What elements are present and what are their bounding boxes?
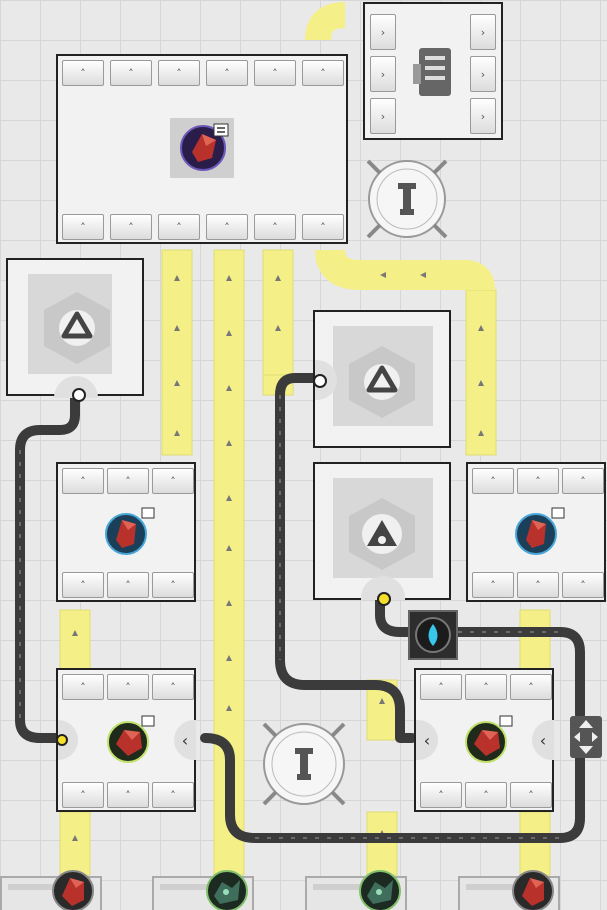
dark-belt-drop-in [375,595,415,637]
red-crystal-icon[interactable] [508,504,568,564]
smelter-port-in[interactable] [58,720,78,760]
refiner-port[interactable] [54,376,98,398]
smelter-slot[interactable]: ˄ [510,782,552,808]
green-ore-icon[interactable] [202,866,252,910]
storage-grid-icon [413,48,451,96]
hexagon-knot-icon [349,346,415,418]
assembler-slot[interactable]: ˄ [302,214,344,240]
port-dot [313,374,327,388]
power-pylon-top[interactable] [360,155,454,243]
dark-belt-bottom-loop [200,733,585,843]
green-ore-icon[interactable] [355,866,405,910]
swap-icon [141,715,155,727]
red-crystal-icon[interactable] [98,504,158,564]
storage-depot[interactable]: › › › › › › [363,2,503,140]
assembler-slot[interactable]: ˄ [206,214,248,240]
port-dot-yellow [377,592,391,606]
dark-belt-left-loop [15,387,80,743]
crafter-slot[interactable]: ˄ [562,572,604,598]
smelter-slot[interactable]: ˄ [152,782,194,808]
crafter-slot[interactable]: ˄ [152,572,194,598]
smelter-slot[interactable]: ˄ [107,782,149,808]
smelter-slot[interactable]: ˄ [420,782,462,808]
smelter-slot[interactable]: ˄ [510,674,552,700]
swap-icon [141,507,155,519]
smelter-right[interactable]: ˄ ˄ ˄ ˄ ˄ ˄ ‹ ‹ [414,668,554,812]
power-pylon-bottom[interactable] [256,718,352,810]
crafter-right[interactable]: ˄ ˄ ˄ ˄ ˄ ˄ [466,462,606,602]
crafter-left[interactable]: ˄ ˄ ˄ ˄ ˄ ˄ [56,462,196,602]
belt-curve-top [315,248,495,291]
hexagon-knot-icon [44,292,110,364]
crafter-slot[interactable]: ˄ [472,572,514,598]
smelter-slot[interactable]: ˄ [62,782,104,808]
swap-icon [213,123,229,137]
red-crystal-icon[interactable] [178,122,232,176]
smelter-port-out[interactable]: ‹ [532,720,554,760]
crafter-slot[interactable]: ˄ [517,468,559,494]
depot-slot[interactable]: › [370,56,396,92]
belt-1 [161,249,193,456]
refiner-center[interactable] [313,310,451,448]
crafter-slot[interactable]: ˄ [562,468,604,494]
refiner-left[interactable] [6,258,144,402]
belt-8 [366,811,398,876]
belt-7 [519,811,551,876]
belt-3 [262,249,294,376]
red-crystal-icon[interactable] [508,866,558,910]
assembler-slot[interactable]: ˄ [110,214,152,240]
dark-belt-right [453,627,585,720]
depot-slot[interactable]: › [370,98,396,134]
smelter-slot[interactable]: ˄ [152,674,194,700]
assembler-slot[interactable]: ˄ [254,214,296,240]
smelter-slot[interactable]: ˄ [465,782,507,808]
assembler-slot[interactable]: ˄ [158,60,200,86]
water-node[interactable] [408,610,458,660]
smelter-slot[interactable]: ˄ [465,674,507,700]
crafter-slot[interactable]: ˄ [62,572,104,598]
smelter-slot[interactable]: ˄ [420,674,462,700]
power-pylon-icon [398,183,416,215]
depot-slot[interactable]: › [470,56,496,92]
assembler-slot[interactable]: ˄ [206,60,248,86]
crafter-slot[interactable]: ˄ [62,468,104,494]
smelter-slot[interactable]: ˄ [107,674,149,700]
water-drop-icon [415,617,451,653]
assembler-slot[interactable]: ˄ [302,60,344,86]
assembler-slot[interactable]: ˄ [62,214,104,240]
power-pylon-icon [295,748,313,780]
smelter-port-out[interactable]: ‹ [174,720,196,760]
triangle-drop-icon [349,498,415,570]
assembler-slot[interactable]: ˄ [110,60,152,86]
assembler-slot[interactable]: ˄ [158,214,200,240]
smelter-left[interactable]: ˄ ˄ ˄ ˄ ˄ ˄ ‹ [56,668,196,812]
red-crystal-icon[interactable] [460,714,516,770]
depot-slot[interactable]: › [470,14,496,50]
crafter-slot[interactable]: ˄ [107,572,149,598]
dark-belt-center-run [275,373,417,743]
belt-curve-corner [305,2,346,41]
swap-icon [551,507,565,519]
assembler-slot[interactable]: ˄ [254,60,296,86]
red-crystal-icon[interactable] [48,866,98,910]
smelter-slot[interactable]: ˄ [62,674,104,700]
crafter-slot[interactable]: ˄ [152,468,194,494]
smelter-port-in[interactable]: ‹ [416,720,438,760]
swap-icon [499,715,513,727]
splitter-icon[interactable] [566,712,606,762]
crafter-slot[interactable]: ˄ [517,572,559,598]
port-dot-yellow [56,734,68,746]
crafter-slot[interactable]: ˄ [472,468,514,494]
depot-slot[interactable]: › [370,14,396,50]
crafter-slot[interactable]: ˄ [107,468,149,494]
port-dot [72,388,86,402]
assembler-large[interactable]: ˄ ˄ ˄ ˄ ˄ ˄ ˄ ˄ ˄ ˄ ˄ ˄ [56,54,348,244]
filter-unit[interactable] [313,462,451,606]
assembler-slot[interactable]: ˄ [62,60,104,86]
depot-slot[interactable]: › [470,98,496,134]
red-crystal-icon[interactable] [102,714,158,770]
